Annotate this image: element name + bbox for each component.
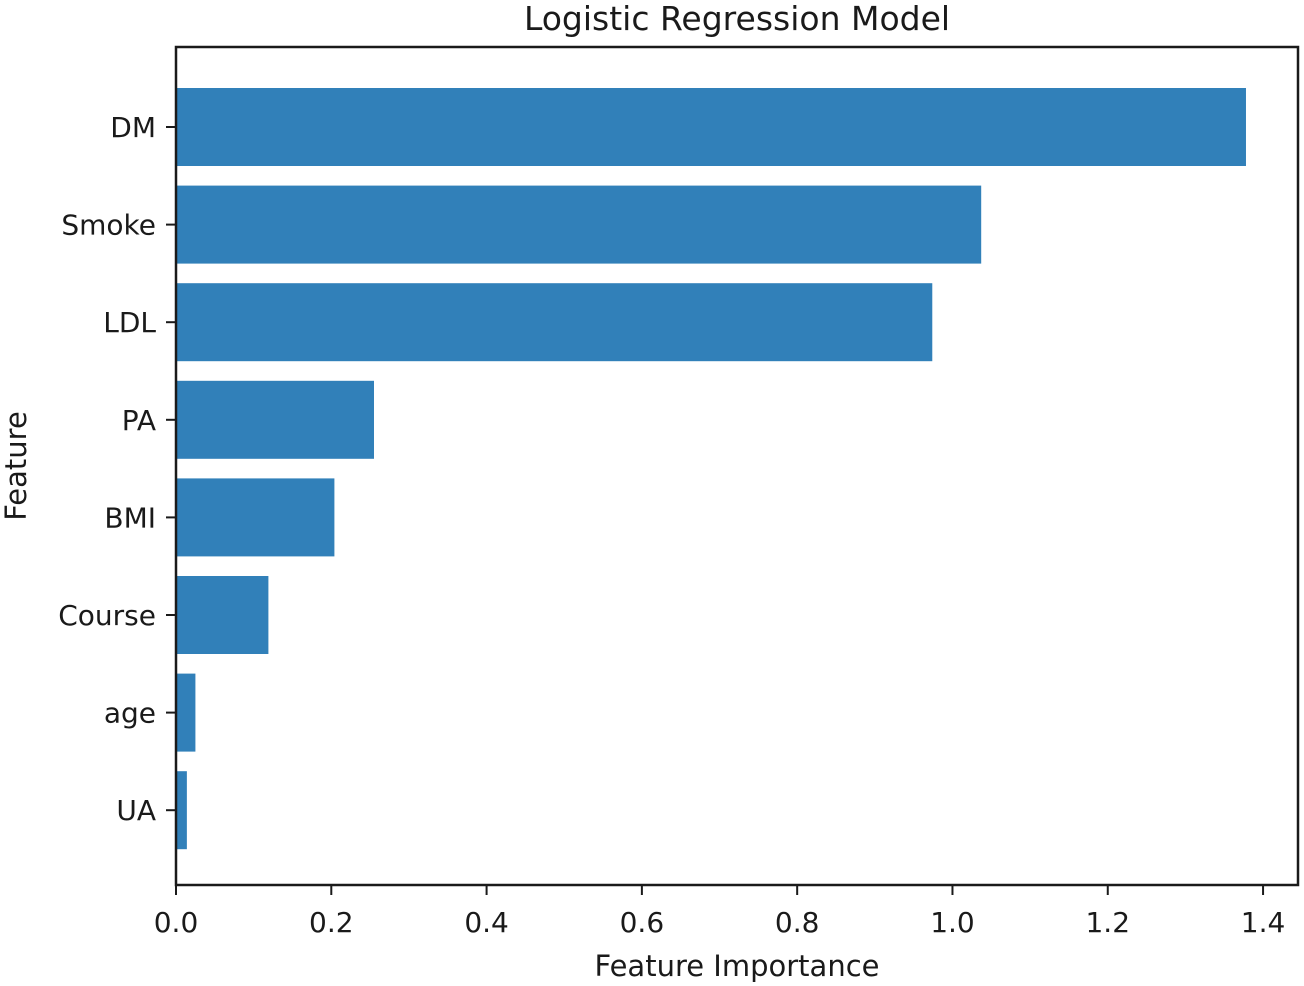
bar-pa	[176, 380, 374, 459]
y-tick-label: DM	[110, 111, 156, 144]
y-tick-label: age	[104, 697, 156, 730]
x-tick-label: 0.6	[620, 906, 665, 939]
x-tick-label: 0.4	[464, 906, 509, 939]
bar-bmi	[176, 478, 335, 557]
x-tick-label: 1.0	[930, 906, 975, 939]
x-axis-ticks: 0.0 0.2 0.4 0.6 0.8 1.0 1.2 1.4	[154, 885, 1286, 939]
x-tick-label: 0.0	[154, 906, 199, 939]
bar-course	[176, 576, 269, 654]
x-tick-label: 0.8	[775, 906, 820, 939]
bar-age	[176, 673, 196, 752]
bar-smoke	[176, 185, 982, 264]
bar-ua	[176, 771, 187, 850]
y-tick-label: LDL	[103, 306, 156, 339]
y-tick-label: BMI	[104, 501, 156, 534]
y-tick-label: PA	[122, 404, 156, 437]
chart-title: Logistic Regression Model	[524, 0, 950, 38]
y-tick-label: Smoke	[61, 209, 156, 242]
x-tick-label: 1.4	[1241, 906, 1286, 939]
bars-group	[176, 88, 1246, 850]
x-tick-label: 1.2	[1085, 906, 1130, 939]
plot-frame	[174, 45, 1300, 887]
x-axis-label: Feature Importance	[595, 949, 880, 983]
y-tick-label: UA	[116, 794, 156, 827]
y-axis-label: Feature	[0, 411, 33, 521]
y-tick-label: Course	[58, 599, 156, 632]
bar-ldl	[176, 283, 933, 362]
bar-dm	[176, 88, 1246, 166]
x-tick-label: 0.2	[309, 906, 354, 939]
